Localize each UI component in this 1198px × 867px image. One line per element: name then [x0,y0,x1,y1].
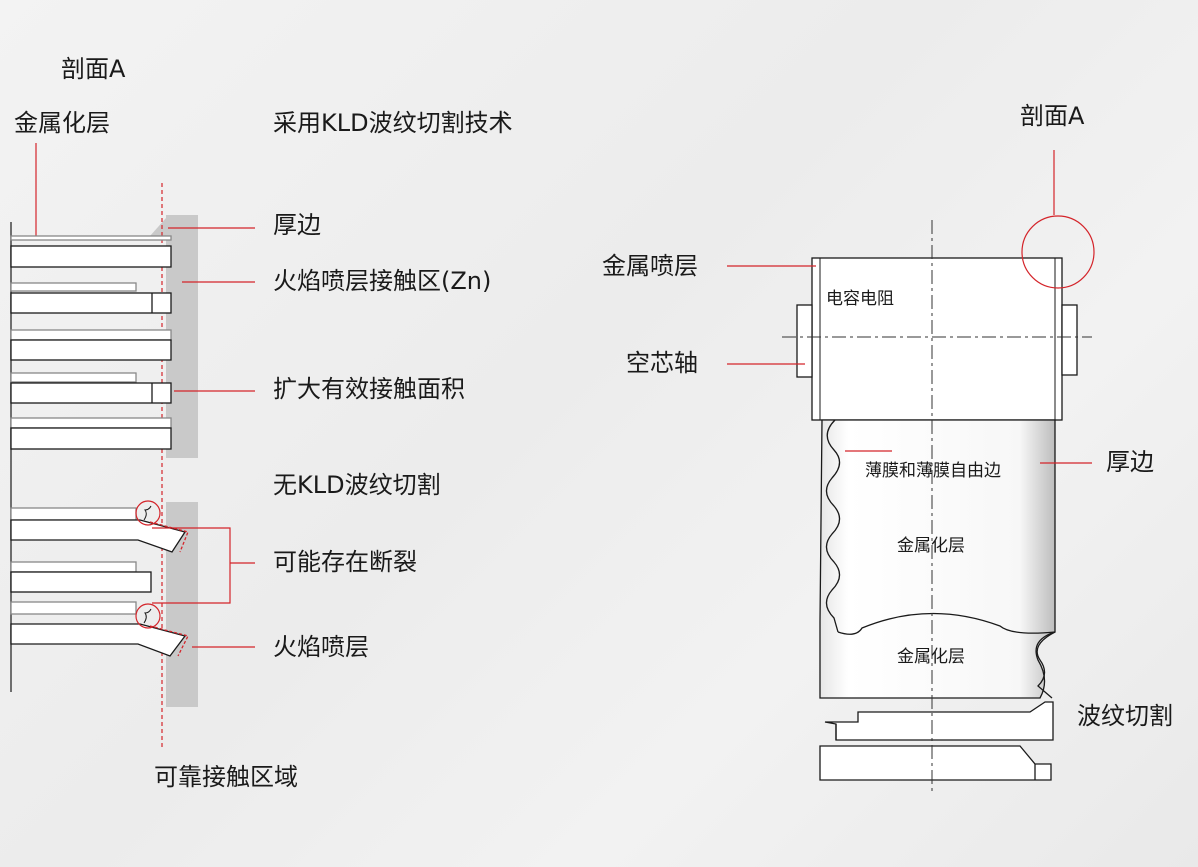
kld-technique-title: 采用KLD波纹切割技术 [273,111,513,135]
film-layer [11,283,136,291]
enlarged-area-label: 扩大有效接触面积 [273,377,465,401]
bent-film-layer [11,624,185,656]
film-layer [11,428,171,449]
spray-wedge-top [150,218,166,236]
bent-film-layer [11,520,185,552]
hollow-core-pin-right [1062,305,1077,375]
wave-cut-strip-1 [825,702,1053,740]
kld-film-layers [11,236,171,449]
film-layer [11,508,136,520]
film-layer [11,602,136,614]
film-free-edge-label: 薄膜和薄膜自由边 [865,463,1001,480]
reliable-zone-label: 可靠接触区域 [154,765,298,789]
left-kld-diagram [11,143,255,748]
no-kld-title: 无KLD波纹切割 [273,473,441,497]
hollow-core-label: 空芯轴 [626,351,698,375]
metallized-layer-label-1: 金属化层 [897,538,965,555]
film-layer [11,562,136,572]
film-layer [11,418,171,428]
right-section-a-label: 剖面A [1020,104,1084,128]
left-section-a-label: 剖面A [61,57,125,81]
film-layer [11,246,171,267]
metallized-layer-label: 金属化层 [14,111,110,135]
flame-spray-label: 火焰喷层 [273,635,369,659]
metallized-layer-label-2: 金属化层 [897,649,965,666]
possible-break-label: 可能存在断裂 [273,550,417,574]
film-layer [11,572,151,592]
wave-cut-strip-2 [820,746,1051,780]
film-layer [11,293,171,313]
spray-contact-zn-label: 火焰喷层接触区(Zn) [273,269,491,293]
thick-edge-label-left: 厚边 [273,213,321,237]
capacitor-resistor-label: 电容电阻 [826,291,894,308]
film-layer [11,236,171,240]
film-layer [11,330,171,340]
metal-spray-label: 金属喷层 [602,254,698,278]
thick-edge-label-right: 厚边 [1106,450,1154,474]
break-circle-2 [136,604,160,628]
wave-cut-label: 波纹切割 [1077,704,1173,728]
hollow-core-pin-left [797,305,812,377]
capacitor-body [812,258,1062,420]
break-circle-1 [136,501,160,525]
film-layer [11,373,136,382]
film-layer [11,340,171,360]
film-layer [11,383,171,403]
